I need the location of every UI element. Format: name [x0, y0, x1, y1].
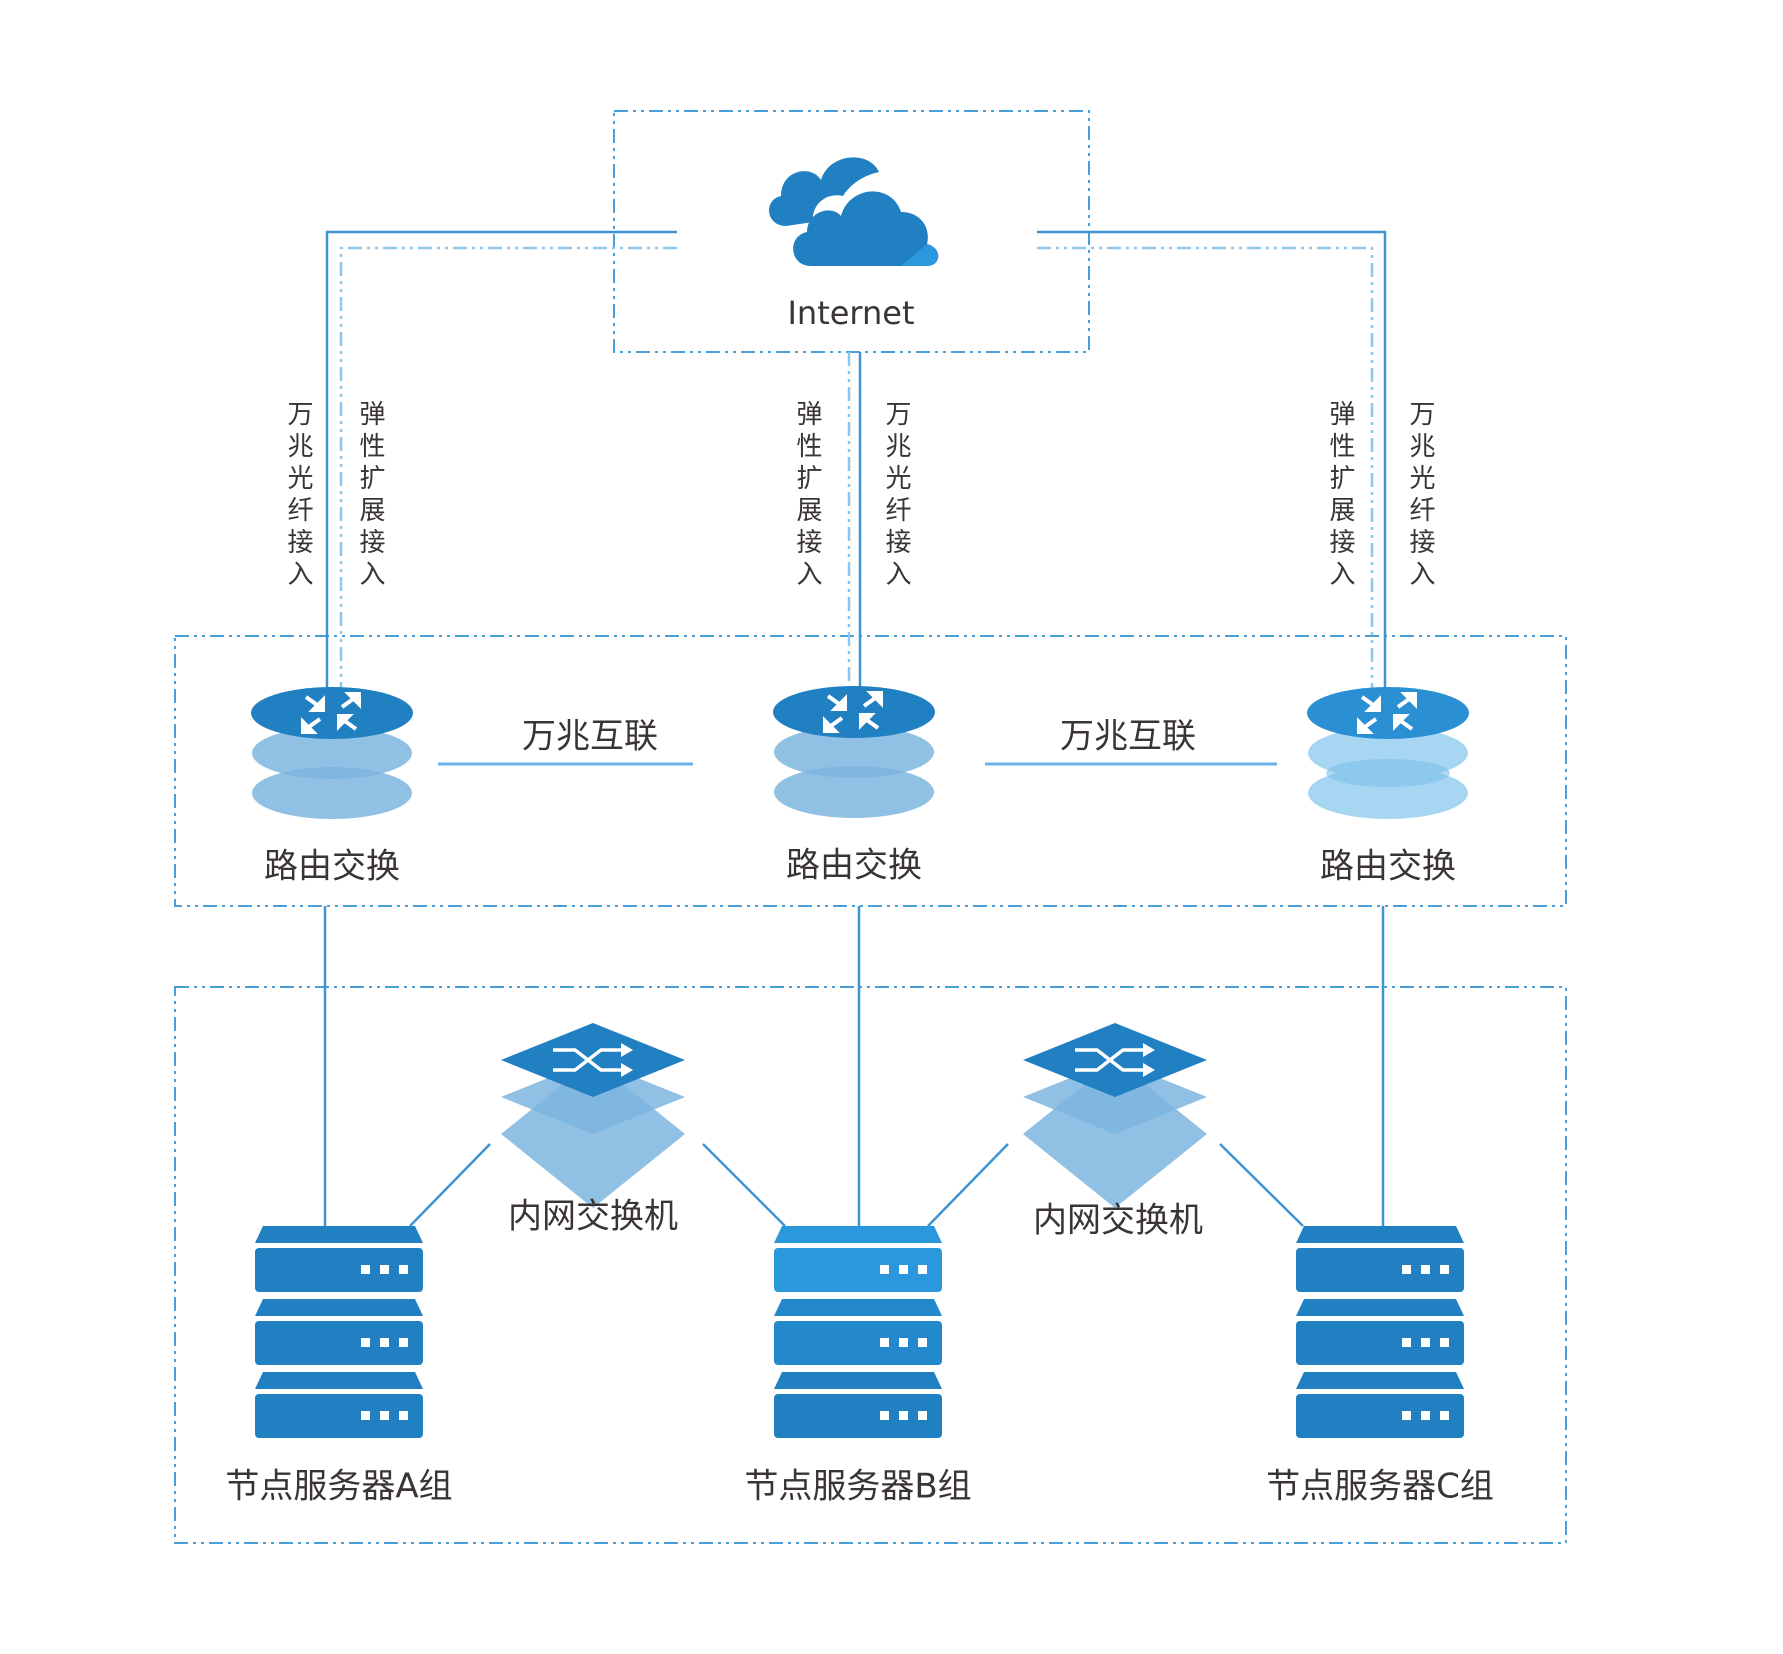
server-group-label-c: 节点服务器C组	[1266, 1466, 1494, 1507]
router-icon-c	[1307, 687, 1469, 819]
uplink-left-elastic-label: 弹性扩展接入	[355, 400, 385, 592]
switch-1-to-server-b	[702, 1143, 786, 1227]
switch-icon-1	[499, 1021, 687, 1210]
server-zone-box	[174, 986, 1567, 1544]
switch-label-2: 内网交换机	[1033, 1200, 1203, 1241]
router-icon-a	[249, 685, 415, 821]
switch-2-to-server-c	[1219, 1143, 1304, 1227]
internet-label: Internet	[787, 294, 915, 332]
router-icon-b	[771, 684, 937, 820]
switch-label-1: 内网交换机	[508, 1196, 678, 1237]
cloud-icon	[769, 157, 939, 266]
server-stack-icon-b	[774, 1226, 942, 1438]
uplink-left-elastic	[339, 246, 677, 690]
uplink-center-elastic-label: 弹性扩展接入	[792, 400, 822, 592]
uplink-right-fiber-label: 万兆光纤接入	[1405, 400, 1435, 592]
switch-2-to-server-b	[927, 1143, 1009, 1227]
server-stack-icon-a	[255, 1226, 423, 1438]
uplink-center-fiber-label: 万兆光纤接入	[881, 400, 911, 592]
interconnect-label-1: 万兆互联	[522, 716, 658, 757]
router-label-a: 路由交换	[264, 846, 400, 887]
server-stack-icon-c	[1296, 1226, 1464, 1438]
switch-1-to-server-a	[409, 1143, 491, 1227]
server-group-label-b: 节点服务器B组	[744, 1466, 972, 1507]
router-label-b: 路由交换	[786, 845, 922, 886]
router-label-c: 路由交换	[1320, 846, 1456, 887]
router-zone-box	[174, 635, 1567, 907]
interconnect-label-2: 万兆互联	[1060, 716, 1196, 757]
uplink-left-fiber	[325, 230, 677, 690]
uplink-left-fiber-label: 万兆光纤接入	[283, 400, 313, 592]
uplink-right-elastic	[1037, 246, 1374, 690]
uplink-right-elastic-label: 弹性扩展接入	[1325, 400, 1355, 592]
switch-icon-2	[1021, 1021, 1209, 1210]
uplink-right-fiber	[1037, 230, 1387, 690]
server-group-label-a: 节点服务器A组	[225, 1466, 453, 1507]
